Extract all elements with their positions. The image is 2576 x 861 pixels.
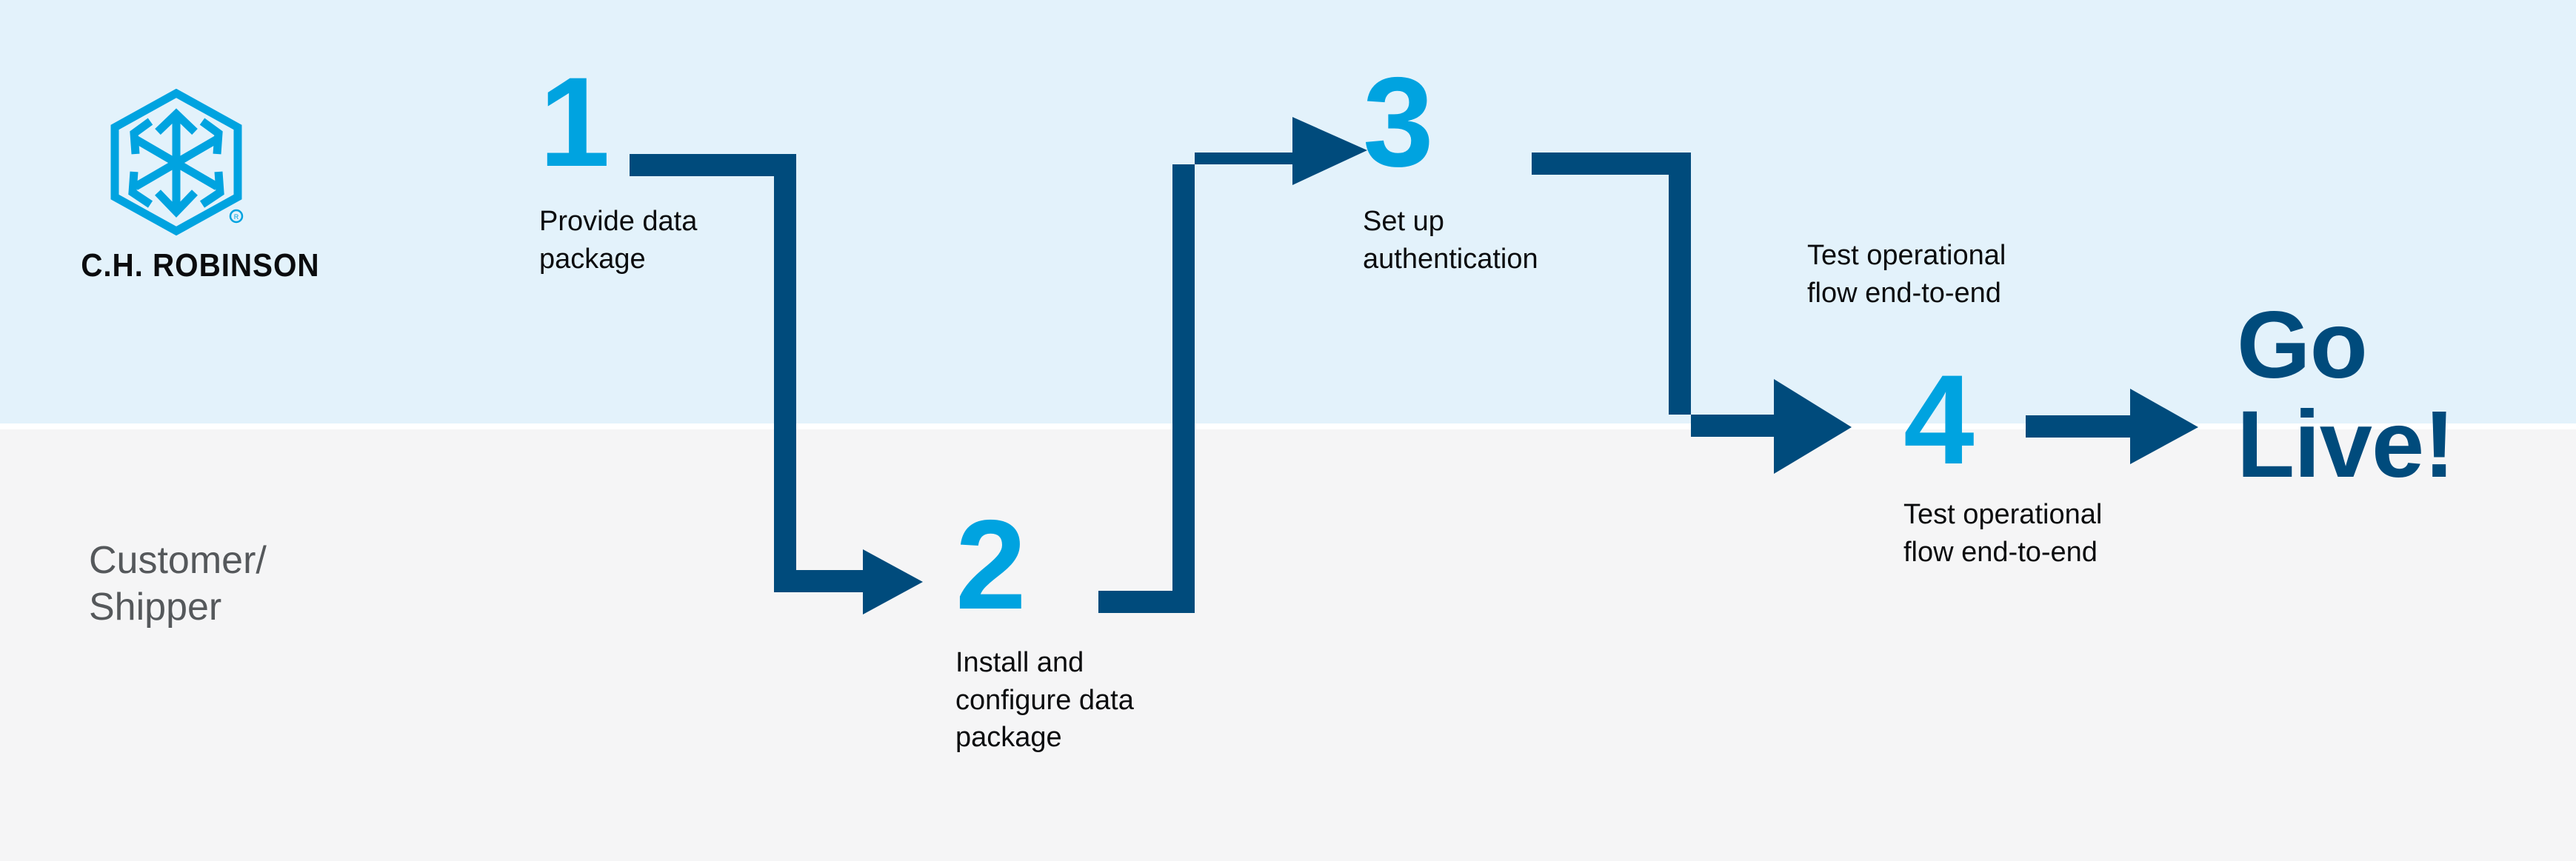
step-4-label: Test operational flow end-to-end	[1903, 499, 2103, 568]
lane-band-customer	[0, 429, 2576, 861]
step-3: 3 Set up authentication	[1363, 51, 1538, 278]
connector-3-to-4	[1532, 153, 1852, 474]
caption-test-flow-top: Test operational flow end-to-end	[1807, 240, 2006, 309]
connector-1-to-2	[630, 154, 923, 614]
step-3-label: Set up authentication	[1363, 206, 1538, 275]
step-1-number: 1	[539, 51, 610, 193]
brand-wordmark: C.H. ROBINSON	[81, 247, 320, 284]
hexagon-cube-arrows-icon: R	[110, 89, 244, 236]
step-3-number: 3	[1363, 51, 1434, 193]
lane-band-chrobinson	[0, 0, 2576, 423]
svg-text:R: R	[234, 213, 239, 221]
step-4: 4 Test operational flow end-to-end	[1903, 349, 2103, 571]
step-1-label: Provide data package	[539, 206, 698, 275]
step-2-number: 2	[955, 494, 1027, 636]
connector-4-to-golive	[2026, 389, 2198, 464]
brand-logo: R C.H. ROBINSON	[73, 89, 320, 304]
step-2-label: Install and configure data package	[955, 647, 1134, 754]
lane-divider	[0, 423, 2576, 429]
go-live-label: Go Live!	[2237, 292, 2455, 498]
step-4-number: 4	[1903, 349, 1975, 491]
connector-2-to-3	[1098, 117, 1367, 613]
lane-label-customer-shipper: Customer/ Shipper	[89, 539, 267, 629]
step-2: 2 Install and configure data package	[955, 494, 1134, 757]
step-1: 1 Provide data package	[539, 51, 698, 278]
